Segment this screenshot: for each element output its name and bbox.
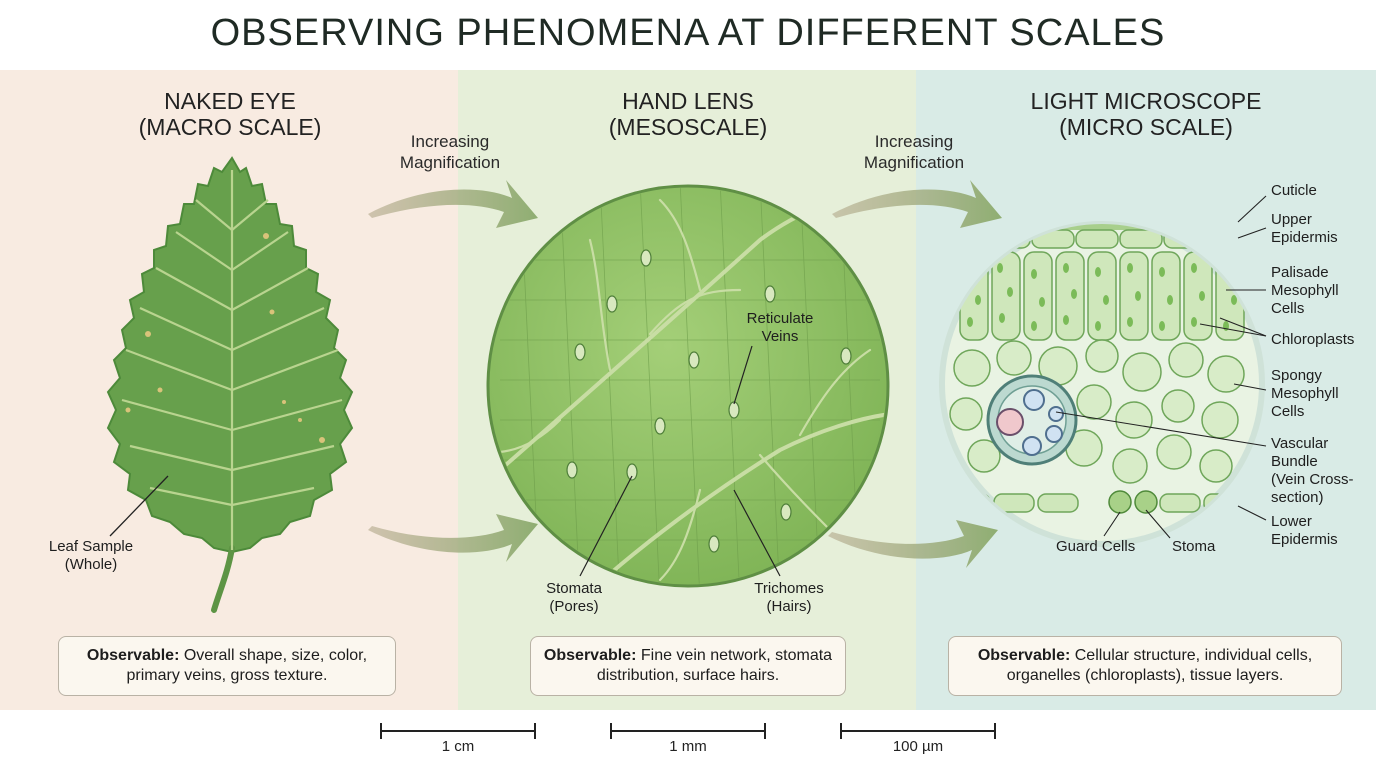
scale-bar-tick [380, 723, 382, 739]
scale-bar-label: 1 mm [669, 738, 707, 755]
upper-epidermis-cells [943, 229, 1251, 249]
label-leaf-sample: Leaf Sample (Whole) [36, 538, 146, 574]
scale-bar-line [610, 730, 764, 732]
chloroplasts [965, 263, 1237, 331]
observable-box-light-microscope: Observable: Cellular structure, individu… [948, 636, 1342, 696]
label-line: Spongy [1271, 367, 1322, 384]
vascular-bundle [986, 374, 1078, 466]
panel-subheading: (MICRO SCALE) [1059, 114, 1233, 140]
label-line: Palisade [1271, 264, 1329, 281]
label-chloroplasts: Chloroplasts [1271, 331, 1354, 349]
observable-label: Observable: [543, 647, 637, 664]
arrow-label-line: Magnification [399, 153, 501, 172]
scale-bar-tick [840, 723, 842, 739]
observable-label: Observable: [977, 647, 1071, 664]
label-stoma: Stoma [1172, 538, 1215, 556]
panel-subheading: (MACRO SCALE) [138, 114, 322, 140]
arrow-label-2: Increasing Magnification [844, 131, 984, 173]
label-line: section) [1271, 489, 1324, 506]
label-lower-epidermis: Lower Epidermis [1271, 513, 1338, 549]
cuticle-layer [942, 224, 1262, 230]
scale-bar-line [380, 730, 534, 732]
arrow-label-line: Increasing [874, 132, 954, 151]
observable-box-naked-eye: Observable: Overall shape, size, color, … [58, 636, 396, 696]
arrow-top-left [368, 180, 538, 228]
label-line: Upper [1271, 211, 1312, 228]
lens-leader-lines [579, 345, 781, 577]
scale-bar-tick [994, 723, 996, 739]
label-line: (Whole) [64, 556, 118, 573]
panel-title-hand-lens: HAND LENS (MESOSCALE) [538, 88, 838, 140]
magnification-arrows [368, 180, 1002, 568]
label-line: Stomata [546, 580, 602, 597]
observable-text: Fine vein network, stomata distribution,… [596, 647, 833, 684]
label-line: (Hairs) [766, 598, 812, 615]
scale-bar-tick [764, 723, 766, 739]
label-reticulate-veins: Reticulate Veins [730, 310, 830, 346]
arrow-bottom-left [368, 514, 538, 562]
leaf-blade [106, 156, 354, 554]
hand-lens-view [486, 184, 890, 588]
arrow-label-1: Increasing Magnification [380, 131, 520, 173]
label-spongy: Spongy Mesophyll Cells [1271, 367, 1339, 421]
leaf-spots [125, 233, 325, 443]
leaf-illustration [106, 156, 354, 613]
label-vascular-bundle: Vascular Bundle (Vein Cross- section) [1271, 435, 1354, 507]
observable-text: Overall shape, size, color, primary vein… [126, 647, 368, 684]
scale-bar-label: 1 cm [441, 738, 475, 755]
label-line: Mesophyll [1271, 385, 1339, 402]
scale-bar-label: 100 µm [892, 738, 944, 755]
label-line: Cells [1271, 300, 1305, 317]
guard-cells [1108, 490, 1158, 514]
label-line: Veins [761, 328, 799, 345]
label-line: Lower [1271, 513, 1312, 530]
label-line: Cells [1271, 403, 1305, 420]
label-line: Bundle [1271, 453, 1318, 470]
panel-heading: LIGHT MICROSCOPE [1030, 88, 1262, 114]
label-line: Chloroplasts [1271, 331, 1355, 348]
arrow-label-line: Increasing [410, 132, 490, 151]
label-cuticle: Cuticle [1271, 182, 1317, 200]
observable-box-hand-lens: Observable: Fine vein network, stomata d… [530, 636, 846, 696]
label-trichomes: Trichomes (Hairs) [734, 580, 844, 616]
label-line: Guard Cells [1056, 538, 1136, 555]
label-line: Cuticle [1271, 182, 1317, 199]
leaf-veins [121, 170, 343, 550]
label-line: (Vein Cross- [1271, 471, 1354, 488]
arrow-bottom-right [828, 520, 998, 568]
panel-title-light-microscope: LIGHT MICROSCOPE (MICRO SCALE) [996, 88, 1296, 140]
panel-heading: NAKED EYE [164, 88, 296, 114]
leaf-petiole [211, 545, 235, 613]
label-line: Epidermis [1271, 531, 1338, 548]
panel-subheading: (MESOSCALE) [608, 114, 768, 140]
label-palisade: Palisade Mesophyll Cells [1271, 264, 1339, 318]
leaf-leader-line [109, 475, 169, 537]
label-upper-epidermis: Upper Epidermis [1271, 211, 1338, 247]
scale-bar-tick [610, 723, 612, 739]
label-line: Trichomes [754, 580, 824, 597]
observable-label: Observable: [86, 647, 180, 664]
label-stomata: Stomata (Pores) [524, 580, 624, 616]
microscope-leader-lines [1055, 195, 1267, 539]
label-line: Mesophyll [1271, 282, 1339, 299]
lens-stomata [566, 249, 852, 553]
spongy-cells [949, 339, 1245, 484]
label-line: Epidermis [1271, 229, 1338, 246]
panel-title-naked-eye: NAKED EYE (MACRO SCALE) [80, 88, 380, 140]
arrow-label-line: Magnification [863, 153, 965, 172]
arrow-top-right [832, 180, 1002, 228]
label-line: Leaf Sample [48, 538, 134, 555]
label-line: Vascular [1271, 435, 1329, 452]
label-line: (Pores) [549, 598, 599, 615]
page-title: OBSERVING PHENOMENA AT DIFFERENT SCALES [210, 12, 1166, 54]
scale-bar-line [840, 730, 994, 732]
label-guard-cells: Guard Cells [1056, 538, 1135, 556]
panel-heading: HAND LENS [622, 88, 754, 114]
microscope-view [939, 195, 1267, 547]
label-line: Stoma [1172, 538, 1216, 555]
observable-text: Cellular structure, individual cells, or… [1006, 647, 1313, 684]
label-line: Reticulate [746, 310, 814, 327]
scale-bar-tick [534, 723, 536, 739]
